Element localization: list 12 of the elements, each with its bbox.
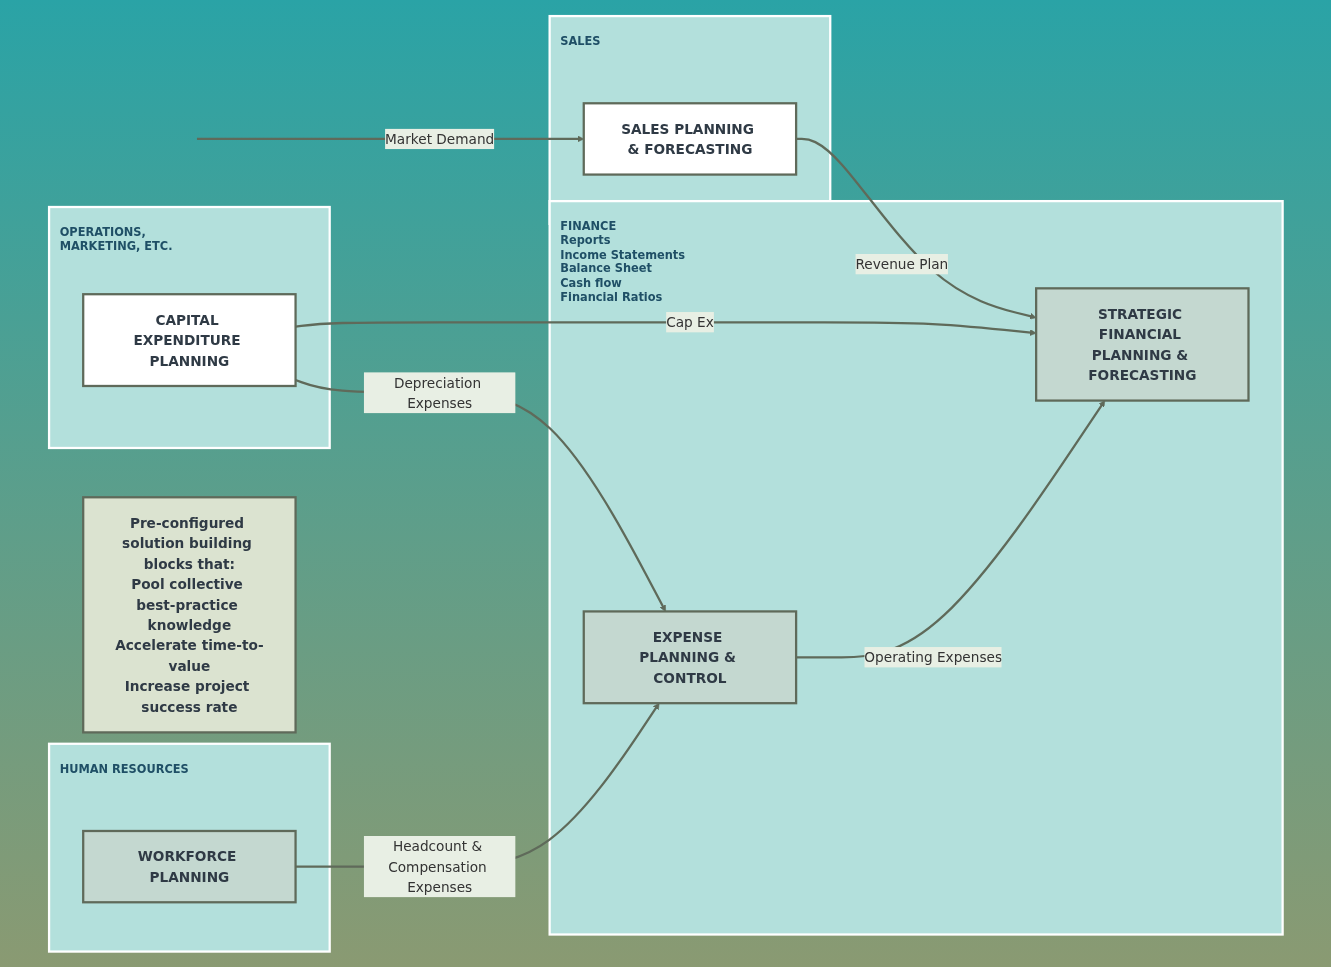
node-box: SALES PLANNING & FORECASTING xyxy=(582,101,797,176)
edge-label: Cap Ex xyxy=(665,313,714,330)
node-box: EXPENSE PLANNING & CONTROL xyxy=(582,609,797,704)
edge-label: Depreciation Expenses xyxy=(393,374,481,411)
node-box: CAPITAL EXPENDITURE PLANNING xyxy=(81,292,297,387)
edge-label: Market Demand xyxy=(384,130,494,147)
edge-label: Headcount & Compensation Expenses xyxy=(387,837,487,895)
node-box: STRATEGIC FINANCIAL PLANNING & FORECASTING xyxy=(1034,286,1250,402)
edge-label: Operating Expenses xyxy=(864,649,1002,665)
node-box: Pre-configured solution building blocks that: Pool collective best-practice knowledge Accelerate time-to-value Increase project success rate xyxy=(81,495,297,734)
node-box: WORKFORCE PLANNING xyxy=(81,829,297,904)
edge-label: Revenue Plan xyxy=(855,255,948,272)
